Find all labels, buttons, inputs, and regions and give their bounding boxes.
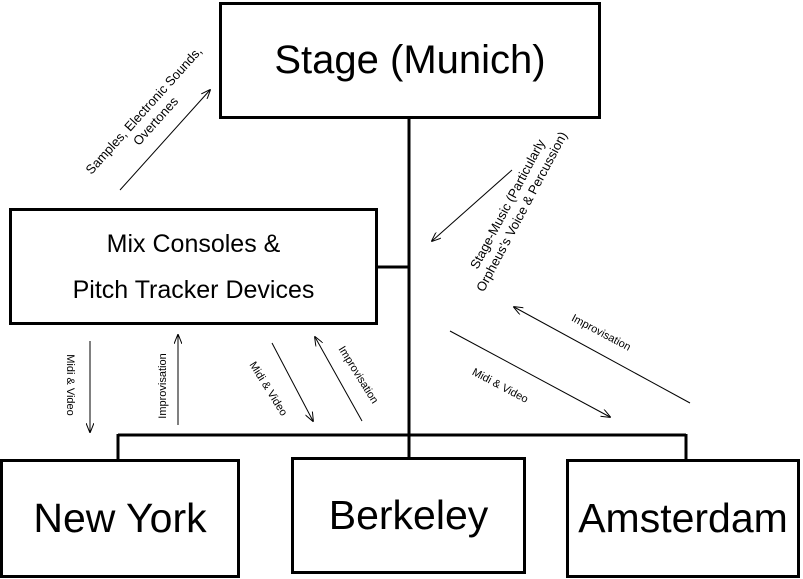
samples-arrow xyxy=(119,90,210,191)
mix-consoles-label-line2: Pitch Tracker Devices xyxy=(72,275,315,304)
mix-consoles-node: Mix Consoles & Pitch Tracker Devices xyxy=(9,208,378,325)
ny-midi-edge-label: Midi & Video xyxy=(62,335,78,435)
stage-munich-label: Stage (Munich) xyxy=(274,38,546,82)
berk-improv-arrow xyxy=(315,337,363,422)
ny-midi-edge-label-text: Midi & Video xyxy=(64,354,76,416)
stage-munich-node: Stage (Munich) xyxy=(219,2,601,119)
amsterdam-node: Amsterdam xyxy=(566,459,800,578)
new-york-node: New York xyxy=(0,459,240,578)
berkeley-node: Berkeley xyxy=(291,457,526,574)
mix-consoles-label-line1: Mix Consoles & xyxy=(106,229,281,258)
stage-music-arrow xyxy=(432,169,513,241)
ams-improv-arrow xyxy=(514,307,691,404)
ny-improv-edge-label: Improvisation xyxy=(155,336,171,436)
berkeley-label: Berkeley xyxy=(328,492,489,538)
ny-improv-edge-label-text: Improvisation xyxy=(157,353,169,419)
amsterdam-label: Amsterdam xyxy=(578,495,788,541)
new-york-label: New York xyxy=(33,495,207,541)
ams-midi-arrow xyxy=(449,330,610,417)
berk-midi-arrow xyxy=(271,342,313,421)
